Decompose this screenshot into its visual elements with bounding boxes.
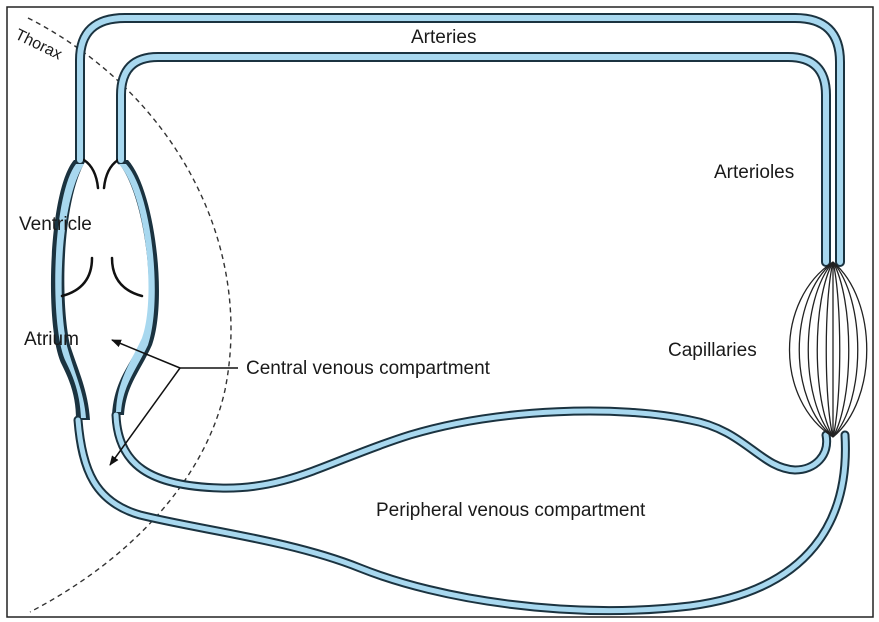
valve-lower-left	[60, 256, 94, 298]
central-venous-label: Central venous compartment	[246, 358, 491, 379]
ventricle-label: Ventricle	[19, 214, 92, 235]
arrow-to-vein	[109, 367, 181, 466]
inner-artery-outline	[116, 52, 831, 267]
outer-vein	[75, 417, 848, 614]
inner-artery	[118, 54, 829, 265]
valve-upper-right	[102, 158, 120, 190]
atrium-label: Atrium	[24, 329, 79, 350]
vessels-outline	[73, 13, 850, 616]
heart	[50, 158, 159, 420]
outer-artery	[77, 15, 843, 265]
heart-wall-right	[116, 164, 155, 412]
peripheral-venous-label: Peripheral venous compartment	[376, 500, 646, 521]
arteries-label: Arteries	[411, 27, 476, 48]
vessels-fill	[75, 15, 848, 614]
valve-lower-right	[110, 256, 144, 298]
arterioles-label: Arterioles	[714, 162, 794, 183]
central-venous-pointers	[109, 339, 238, 466]
inner-vein	[113, 408, 830, 491]
diagram-border	[6, 6, 874, 618]
capillary-bed	[788, 261, 868, 438]
heart-wall-left	[55, 164, 86, 418]
thorax-label: Thorax	[12, 26, 64, 63]
capillaries-label: Capillaries	[668, 340, 757, 361]
arrow-to-atrium	[111, 339, 181, 369]
valve-upper-left	[82, 158, 100, 190]
